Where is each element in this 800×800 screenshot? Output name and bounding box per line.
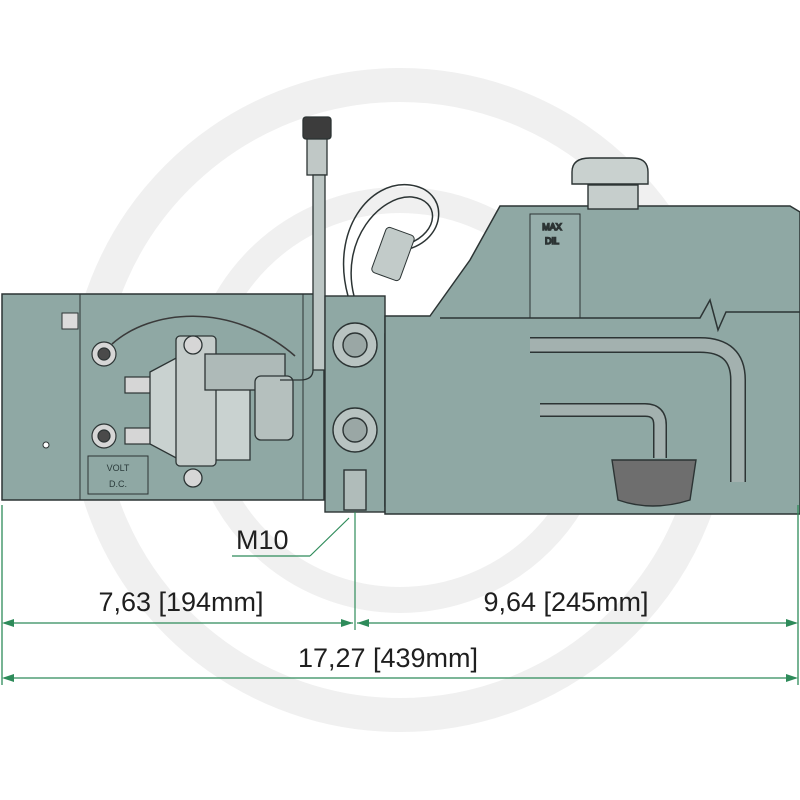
- solenoid: [149, 335, 294, 488]
- dimension-arrows: [2, 619, 798, 682]
- reservoir-max-label: MAX: [542, 222, 562, 232]
- voltage-line2: D.C.: [109, 479, 127, 489]
- dimension-right: 9,64 [245mm]: [483, 587, 648, 617]
- m10-leader: M10: [232, 512, 356, 630]
- reservoir-tank: MAX DIL: [384, 205, 800, 515]
- suction-strainer: [540, 403, 697, 507]
- terminal-wire: [111, 315, 296, 357]
- dimension-left: 7,63 [194mm]: [98, 587, 263, 617]
- voltage-line1: VOLT: [107, 463, 130, 473]
- dimension-overall: 17,27 [439mm]: [298, 643, 478, 673]
- dimension-lines: [1, 505, 799, 685]
- wire-connector: [371, 226, 415, 282]
- power-cable: [280, 116, 332, 381]
- reservoir-fluid-label: DIL: [545, 236, 559, 246]
- terminal-posts: [91, 341, 154, 449]
- valve-block: [324, 295, 386, 513]
- voltage-label-plate: VOLT D.C.: [87, 455, 149, 495]
- filler-cap: [571, 157, 649, 210]
- sensor-wires: [342, 184, 440, 297]
- thread-label: M10: [236, 525, 289, 555]
